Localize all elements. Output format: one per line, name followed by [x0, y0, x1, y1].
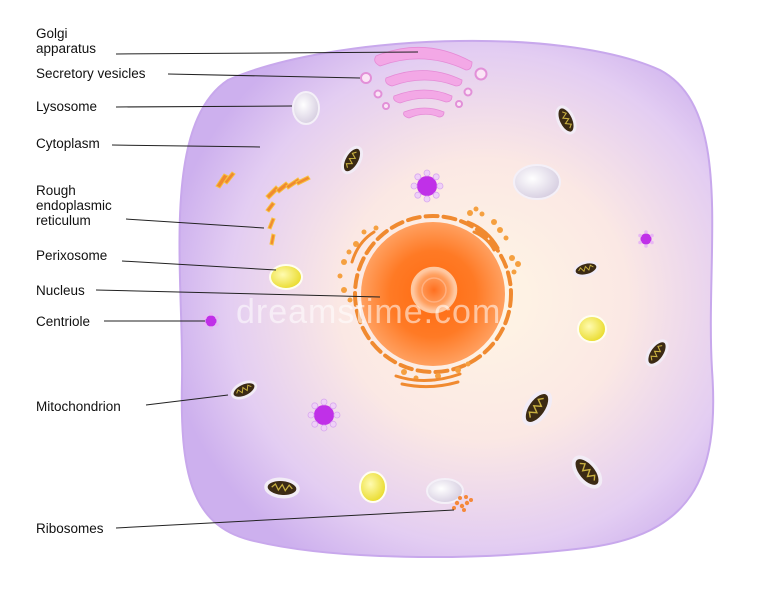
label-rer-line1: Rough [36, 183, 76, 198]
label-golgi: Golgi apparatus [36, 26, 96, 56]
peroxisome [269, 264, 303, 290]
peroxisome [577, 315, 607, 343]
label-perixosome: Perixosome [36, 248, 108, 263]
watermark: dreamstime.com [236, 293, 502, 331]
rough-er [215, 171, 311, 246]
label-centriole: Centriole [36, 314, 91, 329]
lysosome [513, 164, 561, 200]
nucleolus [410, 266, 458, 314]
label-mitochondrion: Mitochondrion [36, 399, 121, 414]
label-rer-line2: endoplasmic [36, 198, 112, 213]
label-secretory-vesicles: Secretory vesicles [36, 66, 146, 81]
ribosome-dots [337, 206, 521, 381]
label-golgi-line2: apparatus [36, 41, 97, 56]
lysosome [292, 91, 320, 125]
label-lysosome: Lysosome [36, 99, 98, 114]
rough-er [350, 220, 500, 389]
nucleus-envelope [353, 214, 513, 374]
lysosome [426, 478, 464, 504]
centriole [410, 169, 444, 203]
label-rer-line3: reticulum [36, 213, 91, 228]
leader-lines [95, 51, 455, 529]
label-golgi-line1: Golgi [36, 26, 68, 41]
secretory-vesicles [360, 67, 488, 110]
label-cytoplasm: Cytoplasm [36, 136, 100, 151]
centriole [307, 398, 341, 432]
label-rough-er: Rough endoplasmic reticulum [36, 183, 112, 228]
peroxisome [359, 471, 387, 503]
mitochondrion [263, 476, 301, 500]
golgi-apparatus [374, 46, 473, 119]
ribosomes [452, 495, 473, 512]
label-ribosomes: Ribosomes [36, 521, 104, 536]
label-nucleus: Nucleus [36, 283, 85, 298]
